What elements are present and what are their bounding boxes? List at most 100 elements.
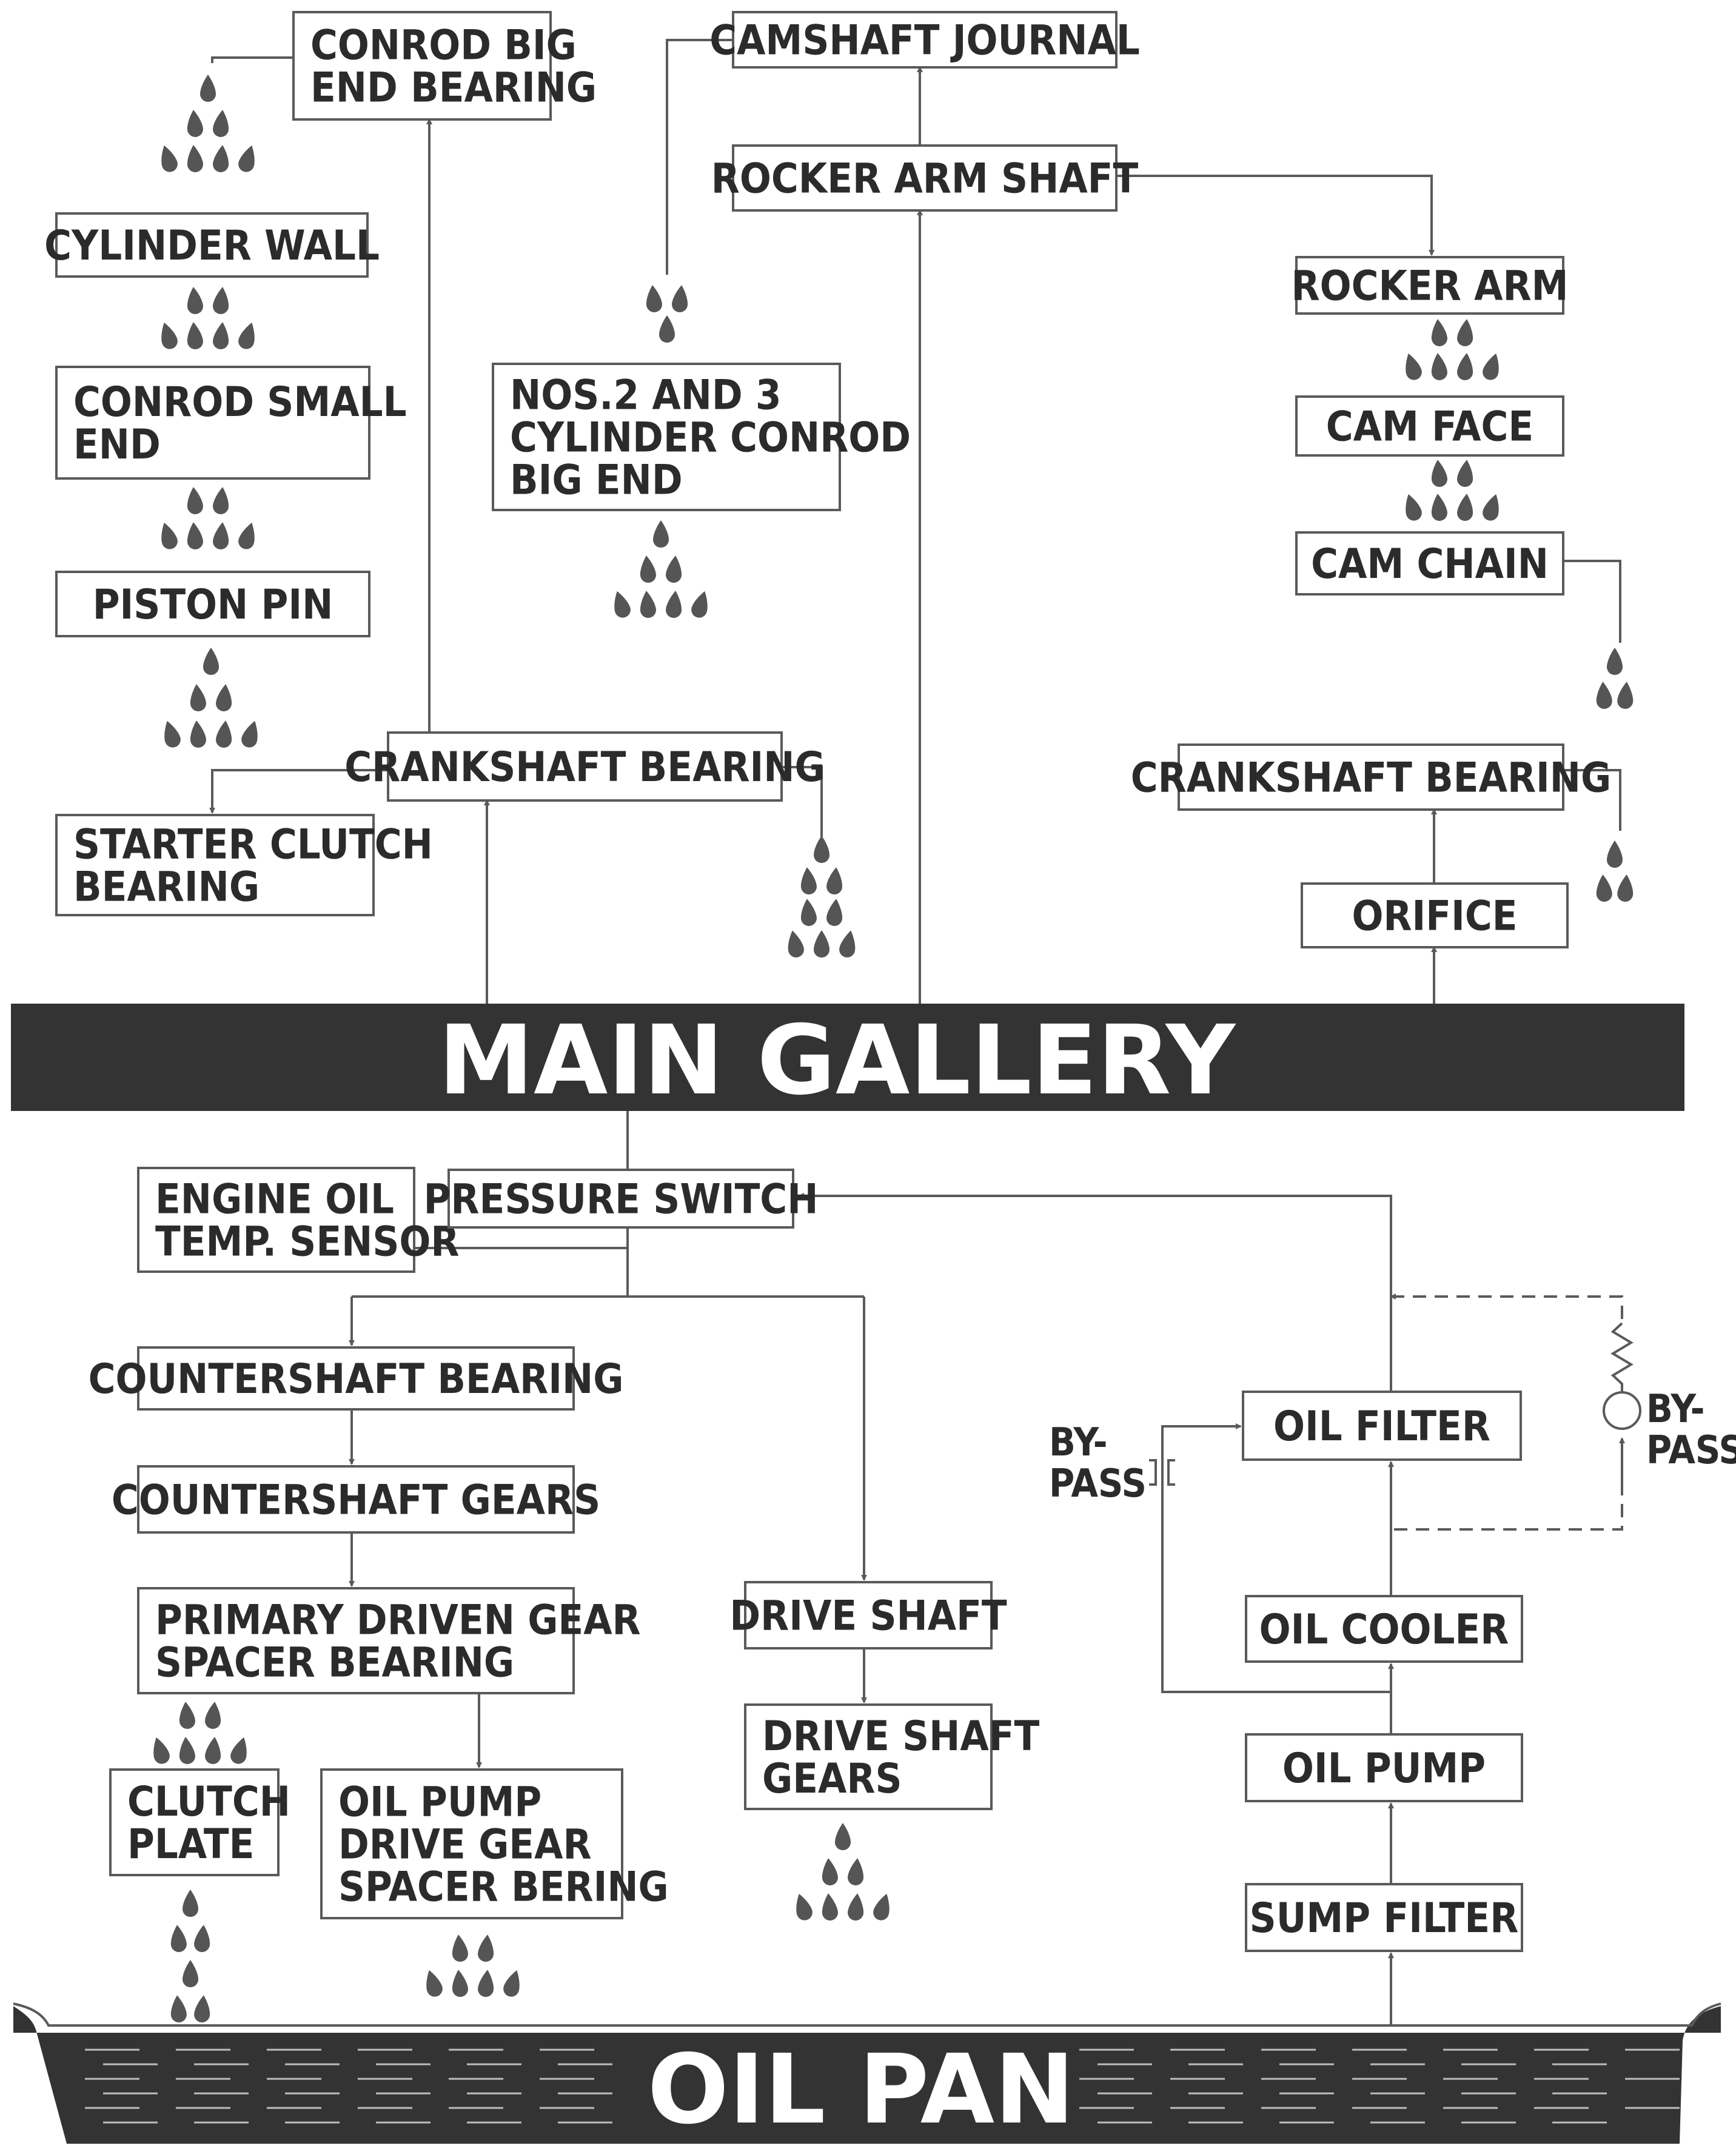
box-label: END BEARING [310,64,597,112]
oil-drop-icon [452,1935,468,1962]
oil-drop-icon [170,1925,187,1952]
box-label: OIL FILTER [1273,1403,1490,1451]
flow-line [1563,560,1621,643]
box-sump-filter: SUMP FILTER [1245,1883,1523,1952]
box-label: COUNTERSHAFT GEARS [112,1477,600,1525]
box-label: COUNTERSHAFT BEARING [89,1355,624,1403]
box-countershaft-bearing: COUNTERSHAFT BEARING [89,1346,624,1411]
oil-drop-icon [426,1970,443,1997]
oil-drop-icon [814,930,829,958]
oil-drop-icon [205,1737,221,1764]
box-frame [109,1768,280,1876]
box-label: ROCKER ARM [1292,263,1569,310]
box-cam-chain: CAM CHAIN [1295,531,1564,596]
oil-drop-icon [200,75,216,102]
oil-drop-icon [238,145,255,172]
box-frame [320,1768,623,1919]
oil-drop-icon [1596,874,1612,902]
oil-drop-icon [183,1960,198,1987]
oil-pan-label: OIL PAN [648,2034,1075,2146]
box-frame [447,1169,794,1229]
box-label: NOS.2 AND 3 [510,372,782,420]
box-frame [137,1346,575,1411]
box-label: SPACER BEARING [155,1639,514,1687]
oil-drop-icon [213,145,229,172]
box-label: OIL PUMP [1282,1745,1486,1793]
bypass-label-right: BY- [1646,1387,1705,1432]
oil-drop-icon [659,315,675,343]
box-label: END [73,421,161,469]
box-label: CRANKSHAFT BEARING [344,743,825,791]
bypass-label-left: BY- [1049,1420,1108,1465]
box-countershaft-gears: COUNTERSHAFT GEARS [112,1465,600,1534]
box-label: ROCKER ARM SHAFT [711,155,1139,203]
box-frame [137,1465,575,1534]
box-frame [1178,743,1564,811]
oil-drop-icon [190,684,206,711]
oil-drop-icon [691,591,708,618]
oil-drop-icon [153,1737,170,1764]
oil-drop-icon [1483,353,1499,380]
oil-pan-shape [13,2006,1721,2144]
box-label: CYLINDER WALL [44,222,380,270]
oil-drop-icon [788,930,804,958]
box-orifice: ORIFICE [1301,882,1569,948]
oil-drop-icon [161,522,178,549]
box-frame [732,11,1118,69]
oil-drop-icon [796,1893,813,1921]
oil-drop-icon [187,145,203,172]
box-piston-pin: PISTON PIN [55,571,370,637]
bypass-line [1391,1295,1623,1323]
box-label: CONROD SMALL [73,378,407,426]
box-frame [1295,395,1564,457]
box-label: CONROD BIG [310,22,577,70]
box-label: CAMSHAFT JOURNAL [709,17,1140,65]
box-label: OIL PUMP [338,1779,541,1827]
oil-drop-icon [1457,353,1473,380]
box-label: CAM CHAIN [1311,540,1549,588]
flow-line [1161,1423,1391,1693]
oil-drop-icon [1617,682,1634,709]
oil-drop-icon [164,720,181,748]
oil-drop-icon [1483,494,1499,521]
box-frame [492,363,841,511]
oil-drop-icon [187,322,203,349]
bypass-label-right: PASS [1646,1428,1736,1473]
box-label: PLATE [127,1820,254,1868]
oil-drop-icon [161,145,178,172]
box-label: SPACER BERING [338,1864,669,1911]
oil-drop-icon [814,836,829,863]
oil-drop-icon [503,1970,520,1997]
oil-drop-icon [822,1893,838,1921]
box-camshaft-journal: CAMSHAFT JOURNAL [709,11,1140,69]
oil-drop-icon [666,555,682,583]
oil-drop-icon [213,522,229,549]
oil-drop-icon [213,322,229,349]
oil-drop-icon [1617,874,1634,902]
oil-drop-icon [1596,682,1612,709]
oil-drop-icon [452,1970,468,1997]
box-cylinder-wall: CYLINDER WALL [44,212,380,278]
oil-drop-icon [179,1737,195,1764]
oil-drop-icon [640,555,656,583]
box-frame [1245,1733,1523,1802]
oil-drop-icon [1431,319,1447,346]
box-frame [55,814,375,916]
box-frame [732,144,1118,212]
flow-line [1563,769,1621,831]
bypass-label-left: PASS [1049,1461,1147,1506]
box-frame [387,731,783,802]
oil-drop-icon [839,930,856,958]
oil-pan-rim [13,2002,1721,2027]
box-frame [137,1587,575,1694]
oil-drop-icon [1457,460,1473,487]
oil-drop-icon [213,287,229,314]
box-frame [1295,531,1564,596]
box-label: TEMP. SENSOR [155,1218,460,1266]
